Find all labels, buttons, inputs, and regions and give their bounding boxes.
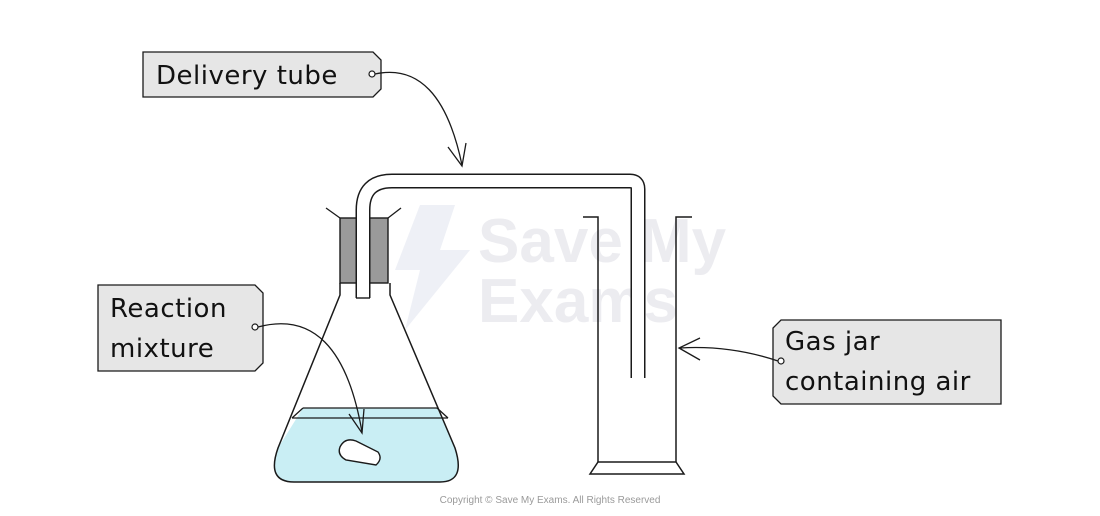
watermark-text-line2: Exams xyxy=(478,267,678,336)
label-tag-reaction-mixture xyxy=(97,284,264,372)
gas-jar-right-wall xyxy=(675,216,692,462)
liquid-meniscus-left xyxy=(291,407,304,419)
arrow-delivery-tube xyxy=(374,71,463,166)
arrow-gas-jar xyxy=(679,346,779,362)
flask-neck-left-tick xyxy=(325,207,341,219)
watermark-bolt-icon xyxy=(395,205,470,330)
label-gas-jar: Gas jar containing air xyxy=(677,319,1002,405)
gas-jar xyxy=(583,216,692,475)
arrowhead-reaction-mixture xyxy=(348,408,365,435)
flask-neck-right-tick xyxy=(387,207,402,219)
arrow-reaction-mixture xyxy=(257,323,363,433)
label-pin-reaction-mixture xyxy=(251,323,259,331)
label-tag-delivery-tube xyxy=(142,51,382,98)
flask-outline xyxy=(273,283,459,483)
tube-inner xyxy=(357,175,644,378)
label-text-gasjar-line2: containing air xyxy=(785,367,971,397)
delivery-tube xyxy=(355,173,646,378)
label-text-reaction-line1: Reaction xyxy=(110,294,227,324)
label-tag-gas-jar xyxy=(772,319,1002,405)
label-reaction-mixture: Reaction mixture xyxy=(97,284,365,435)
label-text-delivery-tube: Delivery tube xyxy=(156,61,338,91)
arrowhead-delivery-tube xyxy=(447,142,467,168)
gas-jar-base xyxy=(588,461,686,475)
flask-liquid xyxy=(274,408,459,482)
label-text-gasjar-line1: Gas jar xyxy=(785,327,880,357)
label-text-reaction-line2: mixture xyxy=(110,334,214,364)
label-delivery-tube: Delivery tube xyxy=(142,51,467,168)
arrowhead-gas-jar xyxy=(677,337,701,361)
copyright-text: Copyright © Save My Exams. All Rights Re… xyxy=(440,495,661,506)
gas-jar-left-wall xyxy=(583,216,599,462)
watermark: Save My Exams xyxy=(395,205,727,336)
label-pin-gas-jar xyxy=(777,357,785,365)
watermark-text-line1: Save My xyxy=(478,207,727,276)
label-pin-delivery-tube xyxy=(368,70,376,78)
marble-chip xyxy=(338,439,381,466)
